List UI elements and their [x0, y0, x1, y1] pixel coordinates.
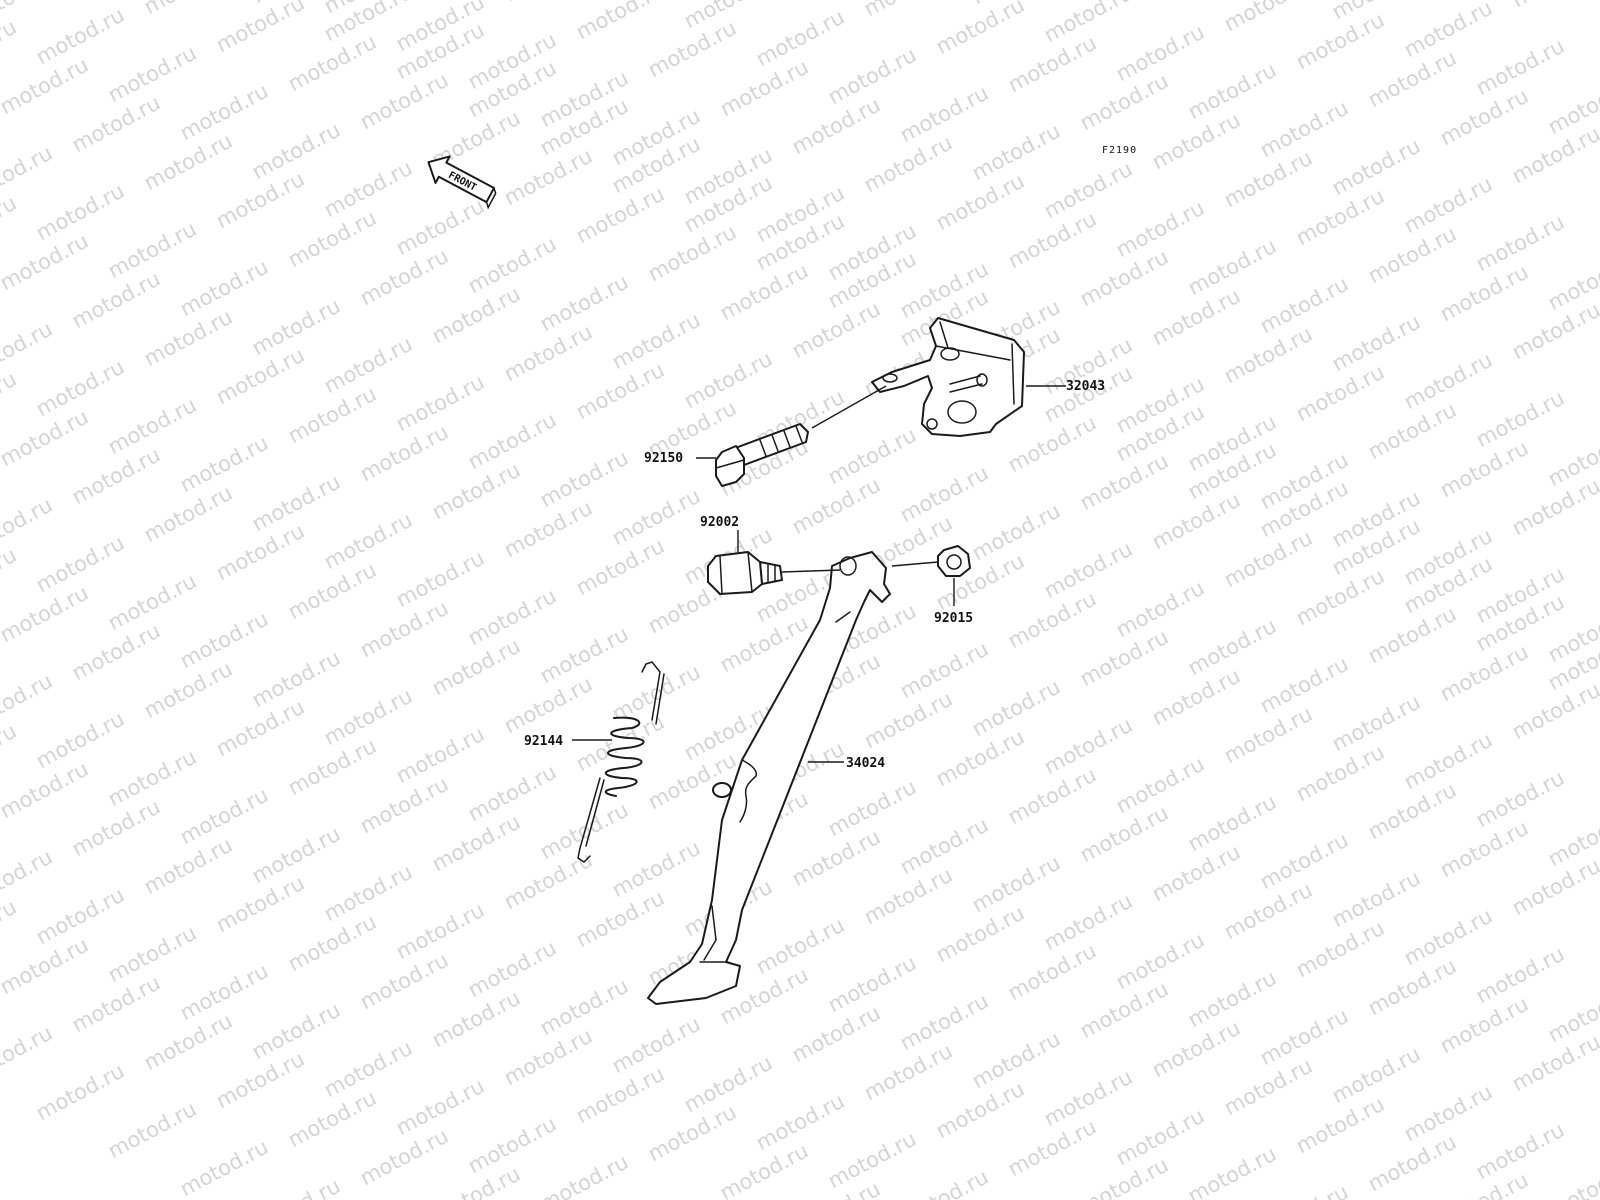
- nut-part: [937, 545, 971, 577]
- side-stand-part: [647, 551, 891, 1005]
- leader-92002-axis: [781, 569, 841, 573]
- callout-92150: 92150: [644, 451, 683, 466]
- front-direction-arrow-icon: FRONT: [427, 155, 497, 210]
- spring-part: [577, 661, 665, 863]
- leader-92150-axis: [811, 385, 887, 429]
- callout-92144: 92144: [524, 734, 563, 749]
- figure-code: F2190: [1102, 145, 1137, 156]
- callout-34024: 34024: [846, 756, 885, 771]
- upper-bolt-part: [715, 423, 809, 487]
- leader-92015-axis: [891, 561, 939, 567]
- pivot-bolt-part: [707, 551, 783, 595]
- callout-32043: 32043: [1066, 379, 1105, 394]
- callout-92002: 92002: [700, 515, 739, 530]
- callout-92015: 92015: [934, 611, 973, 626]
- bracket-part: [871, 317, 1025, 437]
